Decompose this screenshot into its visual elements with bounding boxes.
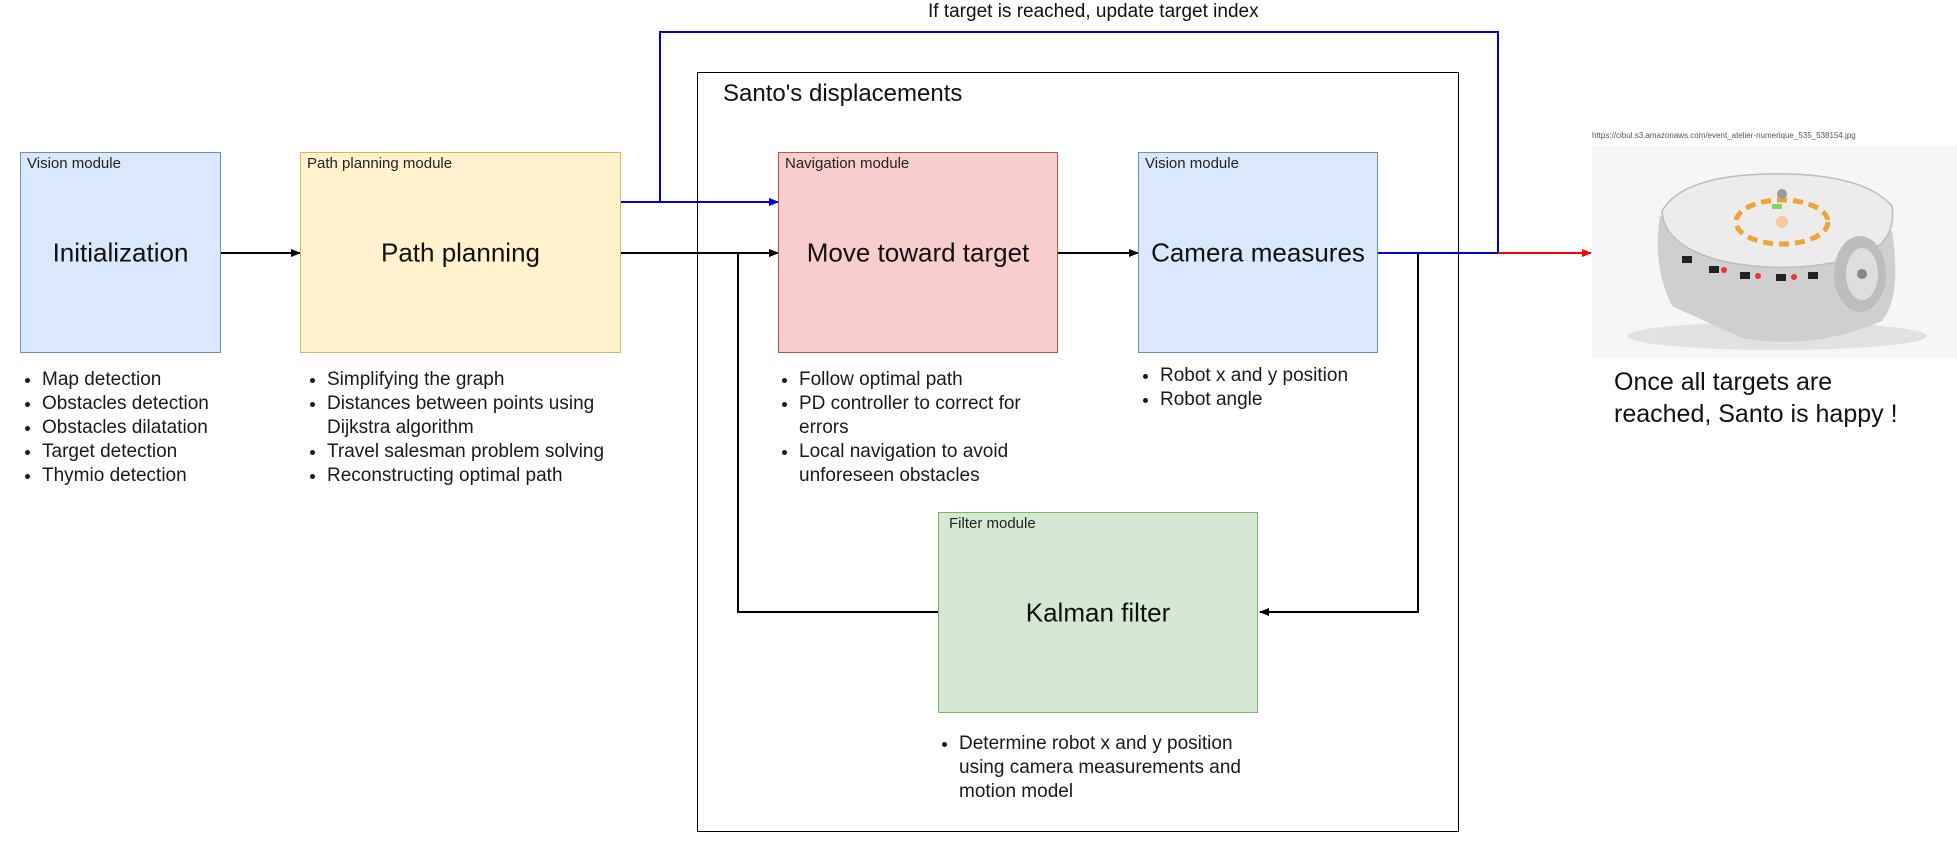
list-item: PD controller to correct for errors: [799, 392, 1069, 440]
list-item: Thymio detection: [42, 464, 262, 488]
path-planning-box: Path planning module Path planning: [300, 152, 621, 353]
module-label: Vision module: [27, 155, 121, 172]
list-item: Travel salesman problem solving: [327, 440, 657, 464]
initialization-bullets: Map detection Obstacles detection Obstac…: [20, 368, 262, 488]
box-title: Initialization: [52, 237, 189, 267]
module-label: Navigation module: [785, 155, 910, 172]
list-item: Robot angle: [1160, 388, 1420, 412]
box-title: Camera measures: [1151, 237, 1365, 267]
kalman-filter-box: Filter module Kalman filter: [938, 512, 1258, 713]
list-item: Obstacles dilatation: [42, 416, 262, 440]
box-title: Path planning: [380, 237, 541, 267]
list-item: Reconstructing optimal path: [327, 464, 657, 488]
thymio-robot-image: [1592, 146, 1957, 358]
list-item: Map detection: [42, 368, 262, 392]
module-label: Filter module: [949, 515, 1036, 532]
path-planning-bullets: Simplifying the graph Distances between …: [305, 368, 657, 488]
list-item: Target detection: [42, 440, 262, 464]
image-source-url: https://cibul.s3.amazonaws.com/event_ate…: [1592, 131, 1856, 140]
box-title: Kalman filter: [1025, 597, 1171, 627]
module-label: Vision module: [1145, 155, 1239, 172]
list-item: Obstacles detection: [42, 392, 262, 416]
list-item: Determine robot x and y position using c…: [959, 732, 1269, 804]
camera-measures-box: Vision module Camera measures: [1138, 152, 1378, 353]
list-item: Follow optimal path: [799, 368, 1069, 392]
list-item: Local navigation to avoid unforeseen obs…: [799, 440, 1069, 488]
camera-bullets: Robot x and y position Robot angle: [1138, 364, 1420, 412]
list-item: Robot x and y position: [1160, 364, 1420, 388]
robot-caption: Once all targets are reached, Santo is h…: [1614, 368, 1898, 428]
arrow-kalman-to-nav: [737, 249, 938, 613]
module-label: Path planning module: [307, 155, 453, 172]
frame-title: Santo's displacements: [723, 80, 963, 107]
list-item: Simplifying the graph: [327, 368, 657, 392]
navigation-bullets: Follow optimal path PD controller to cor…: [777, 368, 1069, 488]
displacement-frame: [697, 72, 1459, 832]
kalman-bullets: Determine robot x and y position using c…: [937, 732, 1269, 804]
box-title: Move toward target: [806, 237, 1030, 267]
initialization-box: Vision module Initialization: [20, 152, 221, 353]
list-item: Distances between points using Dijkstra …: [327, 392, 657, 440]
loop-label: If target is reached, update target inde…: [928, 1, 1259, 22]
navigation-box: Navigation module Move toward target: [778, 152, 1058, 353]
